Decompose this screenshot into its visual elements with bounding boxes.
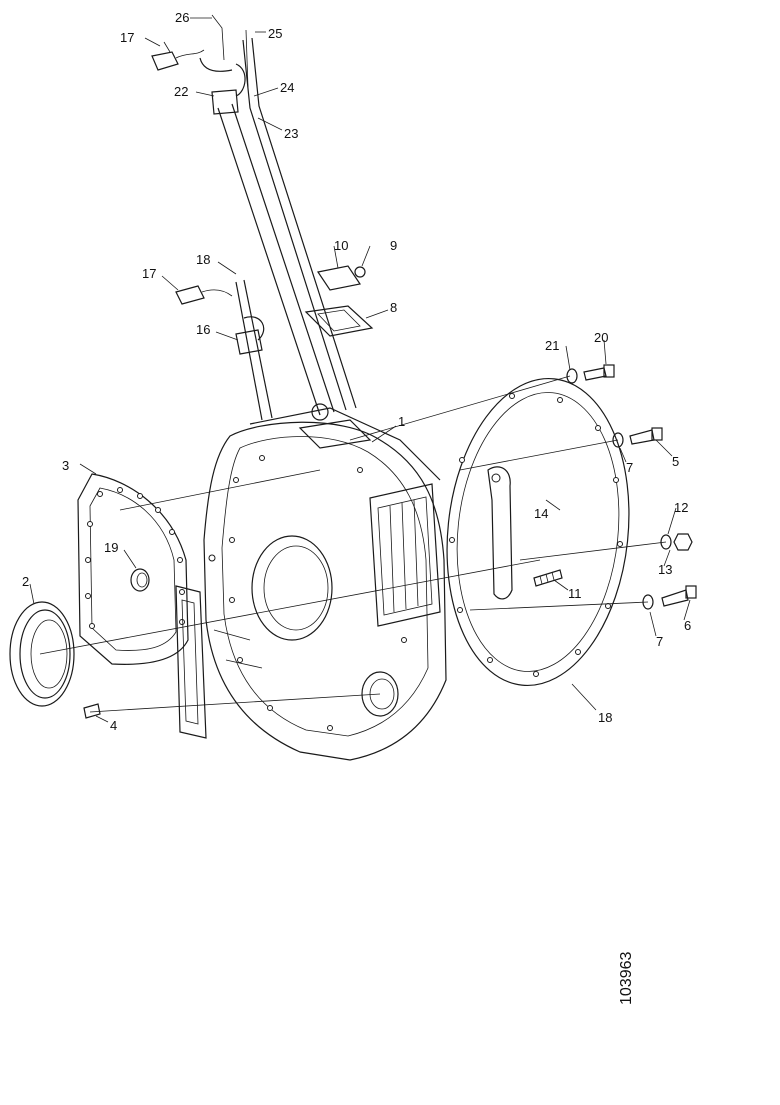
label-21: 21 <box>545 338 559 353</box>
label-17-upper: 17 <box>120 30 134 45</box>
label-5: 5 <box>672 454 679 469</box>
label-19: 19 <box>104 540 118 555</box>
label-22: 22 <box>174 84 188 99</box>
label-18-upper: 18 <box>196 252 210 267</box>
label-20: 20 <box>594 330 608 345</box>
label-25: 25 <box>268 26 282 41</box>
label-13: 13 <box>658 562 672 577</box>
stud-11 <box>533 569 563 587</box>
label-6: 6 <box>684 618 691 633</box>
label-4: 4 <box>110 718 117 733</box>
label-12: 12 <box>674 500 688 515</box>
nut-12-washer-13 <box>660 533 693 551</box>
gasket-strip <box>175 585 207 739</box>
label-2: 2 <box>22 574 29 589</box>
label-7-upper: 7 <box>626 460 633 475</box>
alignment-lines <box>39 375 667 713</box>
seal-ring-2 <box>9 601 75 707</box>
bolt-20-washer-21 <box>566 364 615 384</box>
bolt-5-washer-7 <box>612 427 663 448</box>
dipstick-tube-upper <box>199 14 357 416</box>
label-8: 8 <box>390 300 397 315</box>
dowel-pin-4 <box>83 703 101 719</box>
label-16: 16 <box>196 322 210 337</box>
label-24: 24 <box>280 80 294 95</box>
label-26: 26 <box>175 10 189 25</box>
flywheel-housing-1 <box>203 403 447 761</box>
label-1: 1 <box>398 414 405 429</box>
label-9: 9 <box>390 238 397 253</box>
gasket-bolt-holes <box>85 487 185 629</box>
gasket-8 <box>304 305 374 337</box>
cover-plate-10 <box>317 265 366 291</box>
housing-bolt-holes <box>208 455 407 731</box>
label-3: 3 <box>62 458 69 473</box>
gasket-3 <box>77 473 189 665</box>
label-11: 11 <box>568 586 582 601</box>
label-18-lower: 18 <box>598 710 612 725</box>
label-7-lower: 7 <box>656 634 663 649</box>
part-labels: 26 25 17 22 24 23 10 9 18 17 8 16 21 20 … <box>22 10 691 733</box>
label-10: 10 <box>334 238 348 253</box>
sensor-17-upper <box>151 41 205 71</box>
document-number: 103963 <box>618 951 635 1005</box>
sensor-17-lower <box>175 285 233 305</box>
plug-19 <box>130 568 150 592</box>
label-14: 14 <box>534 506 548 521</box>
dipstick-tube-lower <box>235 279 273 421</box>
label-17-lower: 17 <box>142 266 156 281</box>
leader-lines <box>29 17 691 723</box>
cover-ring-18 <box>446 377 630 687</box>
ring-bolt-holes <box>449 393 623 677</box>
label-23: 23 <box>284 126 298 141</box>
